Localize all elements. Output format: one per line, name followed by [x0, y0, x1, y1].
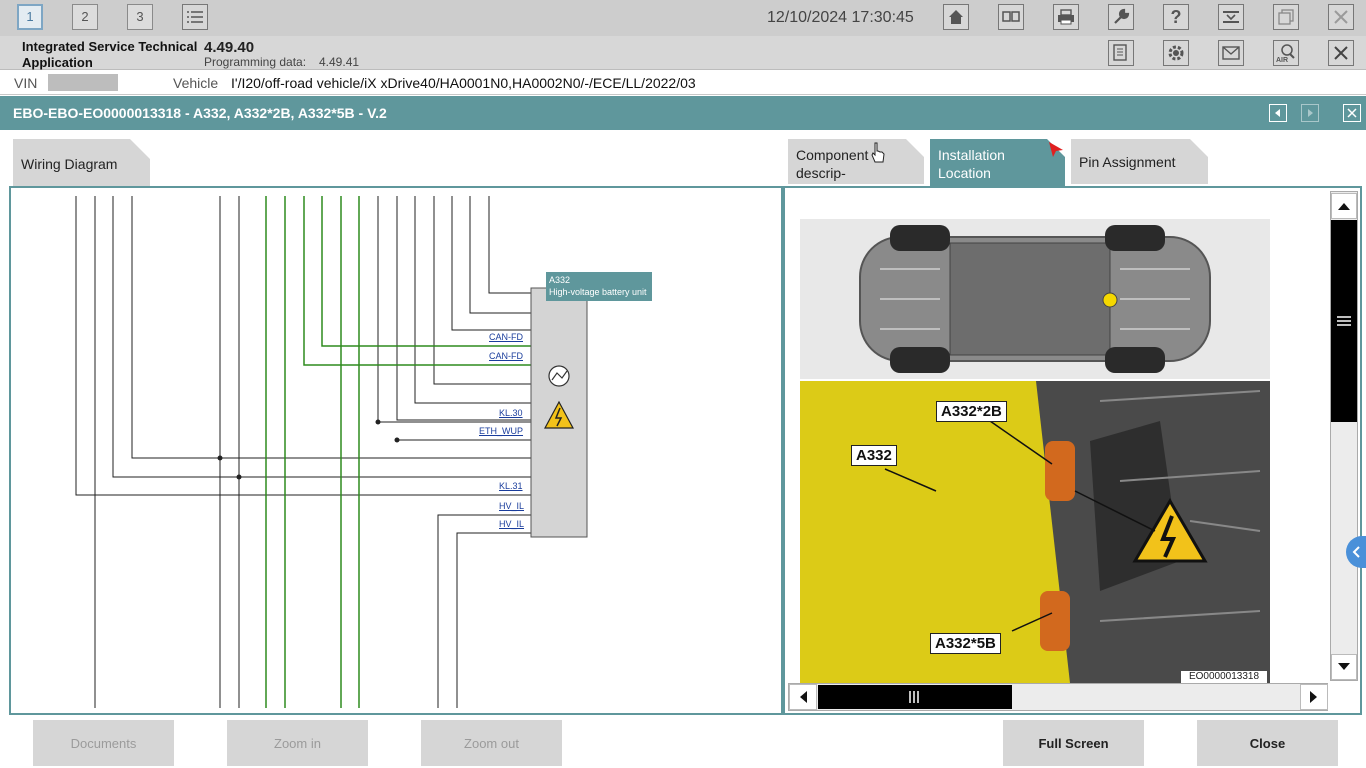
- signal-can-fd-2[interactable]: CAN-FD: [489, 351, 523, 361]
- document-list-icon[interactable]: [1108, 40, 1134, 66]
- programming-data-value: 4.49.41: [319, 55, 360, 69]
- arrow-down-icon: [1338, 663, 1350, 670]
- tab-corner: [1190, 139, 1208, 157]
- window-tab-2[interactable]: 2: [72, 4, 98, 30]
- tab-wiring-diagram[interactable]: Wiring Diagram: [13, 139, 150, 186]
- close-session-icon[interactable]: [1328, 40, 1354, 66]
- vehicle-bar: VIN Vehicle I'/I20/off-road vehicle/iX x…: [0, 71, 1366, 95]
- top-toolbar: 1 2 3 12/10/2024 17:30:45 ?: [0, 0, 1366, 36]
- vin-label: VIN: [14, 75, 38, 91]
- signal-hv-il-2[interactable]: HV_IL: [499, 519, 525, 529]
- restore-window-icon[interactable]: [1273, 4, 1299, 30]
- app-version: 4.49.40: [204, 39, 255, 56]
- signal-kl30[interactable]: KL.30: [499, 408, 523, 418]
- signal-can-fd-1[interactable]: CAN-FD: [489, 332, 523, 342]
- next-document-button[interactable]: [1301, 104, 1319, 122]
- app-info-bar: Integrated Service Technical Application…: [0, 36, 1366, 70]
- tab-installation-location[interactable]: Installation Location (1/2): [930, 139, 1065, 199]
- chevron-left-icon: [1352, 546, 1360, 558]
- document-title: EBO-EBO-EO0000013318 - A332, A332*2B, A3…: [13, 105, 387, 121]
- window-tab-1[interactable]: 1: [17, 4, 43, 30]
- programming-data-label: Programming data:: [204, 55, 307, 69]
- horizontal-scroll-thumb[interactable]: [818, 685, 1012, 709]
- installation-location-panel[interactable]: A332*2B A332 A332*5B EO0000013318: [783, 186, 1362, 715]
- signal-eth-wup[interactable]: ETH_WUP: [479, 426, 524, 436]
- scroll-up-button[interactable]: [1331, 193, 1357, 219]
- app-name: Integrated Service Technical Application: [22, 39, 198, 70]
- documents-button[interactable]: Documents: [33, 720, 174, 766]
- close-app-icon[interactable]: [1328, 4, 1354, 30]
- wiring-diagram-canvas[interactable]: [11, 188, 783, 715]
- home-icon[interactable]: [943, 4, 969, 30]
- close-document-button[interactable]: [1343, 104, 1361, 122]
- dual-screen-icon[interactable]: [998, 4, 1024, 30]
- scroll-left-button[interactable]: [789, 684, 817, 710]
- zoom-in-button[interactable]: Zoom in: [227, 720, 368, 766]
- help-icon[interactable]: ?: [1163, 4, 1189, 30]
- download-tray-icon[interactable]: [1218, 4, 1244, 30]
- component-name: High-voltage battery unit: [549, 287, 647, 297]
- settings-gear-icon[interactable]: [1163, 40, 1189, 66]
- arrow-left-icon: [800, 691, 807, 703]
- scroll-down-button[interactable]: [1331, 654, 1357, 680]
- close-button[interactable]: Close: [1197, 720, 1338, 766]
- vertical-scroll-thumb[interactable]: [1331, 220, 1357, 422]
- vehicle-label: Vehicle: [173, 75, 219, 91]
- svg-text:AIR: AIR: [1276, 57, 1288, 63]
- vin-value-redacted: [48, 74, 118, 91]
- previous-document-button[interactable]: [1269, 104, 1287, 122]
- tab-corner: [906, 139, 924, 157]
- document-header: EBO-EBO-EO0000013318 - A332, A332*2B, A3…: [0, 96, 1366, 130]
- mail-icon[interactable]: [1218, 40, 1244, 66]
- callout-a332: A332: [851, 445, 897, 466]
- list-icon[interactable]: [182, 4, 208, 30]
- scroll-right-button[interactable]: [1300, 684, 1328, 710]
- component-label-box[interactable]: A332 High-voltage battery unit: [546, 272, 652, 301]
- signal-kl31[interactable]: KL.31: [499, 481, 523, 491]
- figure-id-label: EO0000013318: [1181, 671, 1267, 683]
- vehicle-underside-image: [800, 219, 1270, 379]
- connector-detail-image: [800, 381, 1270, 683]
- zoom-out-button[interactable]: Zoom out: [421, 720, 562, 766]
- side-panel-expand-button[interactable]: [1346, 536, 1366, 568]
- callout-a332-5b: A332*5B: [930, 633, 1001, 654]
- wrench-icon[interactable]: [1108, 4, 1134, 30]
- window-tab-3[interactable]: 3: [127, 4, 153, 30]
- tab-component-description[interactable]: Component descrip- tion: [788, 139, 924, 199]
- air-search-icon[interactable]: AIR: [1273, 40, 1299, 66]
- print-icon[interactable]: [1053, 4, 1079, 30]
- component-id: A332: [549, 275, 571, 285]
- full-screen-button[interactable]: Full Screen: [1003, 720, 1144, 766]
- signal-hv-il-1[interactable]: HV_IL: [499, 501, 525, 511]
- cursor-marker-icon: [1049, 142, 1063, 157]
- vehicle-value: I'/I20/off-road vehicle/iX xDrive40/HA00…: [231, 75, 696, 91]
- tab-corner: [130, 139, 150, 159]
- arrow-up-icon: [1338, 203, 1350, 210]
- tab-pin-assignment[interactable]: Pin Assignment: [1071, 139, 1208, 184]
- mouse-pointer-icon: [871, 142, 885, 163]
- arrow-right-icon: [1310, 691, 1317, 703]
- callout-a332-2b: A332*2B: [936, 401, 1007, 422]
- wiring-diagram-panel[interactable]: A332 High-voltage battery unit CAN-FD CA…: [9, 186, 783, 715]
- datetime-display: 12/10/2024 17:30:45: [767, 9, 914, 26]
